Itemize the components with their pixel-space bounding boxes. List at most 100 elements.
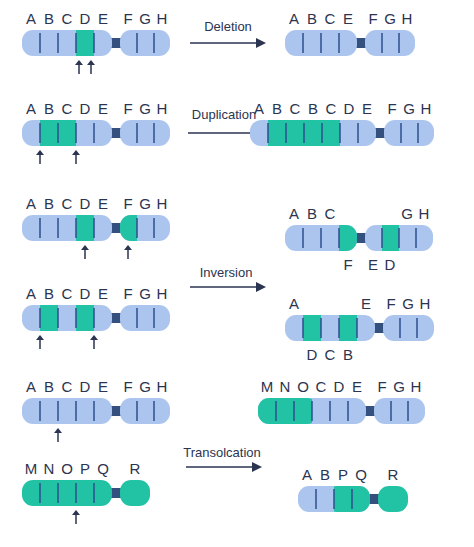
gene-letter: E [368, 257, 378, 272]
gene-letter: F [123, 379, 132, 394]
gene-letter: B [44, 101, 54, 116]
chromosome-part [120, 398, 170, 424]
gene-letter: N [44, 461, 55, 476]
gene-letter: B [307, 11, 317, 26]
gene-letter: C [62, 101, 73, 116]
gene-letter: A [289, 296, 299, 311]
gene-letter: B [307, 206, 317, 221]
chromosome-part [22, 120, 112, 146]
chromosome-part [285, 315, 375, 341]
chromosome-part [22, 30, 112, 56]
mutation-label: Inversion [200, 266, 253, 279]
process-arrow-part [190, 286, 258, 288]
chromosome-part [374, 398, 425, 424]
chromosome-part [137, 215, 151, 241]
break-arrow-part [57, 432, 59, 442]
gene-letter: G [402, 296, 414, 311]
break-arrow-part [72, 150, 80, 155]
mutation-label: Transolcation [183, 446, 261, 459]
gene-letter: C [325, 206, 336, 221]
chromosome-part [303, 318, 417, 338]
break-arrow-part [124, 245, 132, 250]
chromosome-part [76, 215, 94, 241]
gene-letter: A [289, 206, 299, 221]
chromosome [22, 215, 170, 241]
chromosome-part [365, 30, 415, 56]
chromosome-part [312, 398, 320, 424]
gene-letter: F [123, 196, 132, 211]
chromosome-part [320, 486, 334, 512]
gene-letter: H [420, 296, 431, 311]
gene-letter: M [261, 379, 274, 394]
gene-letter: B [44, 196, 54, 211]
gene-letter: A [289, 11, 299, 26]
gene-letter: G [384, 11, 396, 26]
chromosome-part [316, 489, 352, 509]
gene-letter: H [157, 196, 168, 211]
gene-letter: B [272, 101, 282, 116]
chromosome-part [120, 480, 150, 506]
chromosome-part [22, 398, 112, 424]
gene-letter: F [123, 101, 132, 116]
mutation-label: Deletion [204, 20, 252, 33]
process-arrow-part [252, 462, 262, 472]
gene-letter: E [352, 379, 362, 394]
gene-letter: G [139, 196, 151, 211]
gene-letter: B [44, 11, 54, 26]
gene-letter: G [401, 206, 413, 221]
gene-letter: E [98, 101, 108, 116]
gene-letter: F [377, 379, 386, 394]
break-arrow-part [75, 60, 83, 65]
gene-letter: C [325, 11, 336, 26]
gene-letter: C [62, 196, 73, 211]
chromosome [250, 120, 434, 146]
break-arrow [81, 245, 132, 259]
gene-letter: G [139, 379, 151, 394]
gene-letter: F [123, 286, 132, 301]
gene-letter: E [98, 286, 108, 301]
gene-letter: H [411, 379, 422, 394]
process-arrow-part [256, 38, 266, 48]
gene-letter: P [80, 461, 90, 476]
gene-letter: E [98, 379, 108, 394]
break-arrow-part [79, 64, 91, 74]
chromosome-part [76, 30, 94, 56]
gene-letter: C [325, 347, 336, 362]
gene-letter: Q [355, 467, 367, 482]
chromosome-part [40, 401, 154, 421]
gene-letter: F [123, 11, 132, 26]
break-arrow [36, 335, 98, 349]
gene-letter: B [308, 101, 318, 116]
chromosome-part [40, 483, 94, 503]
break-arrow-part [36, 150, 44, 155]
gene-letter: F [386, 296, 395, 311]
gene-letter: N [280, 379, 291, 394]
chromosome-part [40, 33, 154, 53]
process-arrow-part [190, 42, 258, 44]
break-arrow-part [72, 510, 80, 515]
break-arrow-part [40, 339, 94, 349]
gene-letter: C [62, 379, 73, 394]
chromosome-part [22, 305, 112, 331]
chromosome-part [298, 486, 370, 512]
gene-letter: D [80, 196, 91, 211]
break-arrow-part [40, 154, 76, 164]
break-arrow [36, 150, 80, 164]
chromosome [22, 120, 170, 146]
chromosome-part [250, 120, 376, 146]
gene-letter: H [157, 101, 168, 116]
gene-letter: H [402, 11, 413, 26]
gene-letter: F [368, 11, 377, 26]
gene-letter: G [139, 101, 151, 116]
break-arrow-part [90, 335, 98, 340]
gene-letter: H [157, 286, 168, 301]
chromosome-part [120, 305, 170, 331]
chromosome [258, 398, 425, 424]
gene-letter: E [362, 101, 372, 116]
gene-letter: A [26, 196, 36, 211]
chromosome-part [120, 120, 170, 146]
gene-letter: A [26, 11, 36, 26]
chromosome-part [268, 123, 418, 143]
chromosome-part [303, 315, 321, 341]
